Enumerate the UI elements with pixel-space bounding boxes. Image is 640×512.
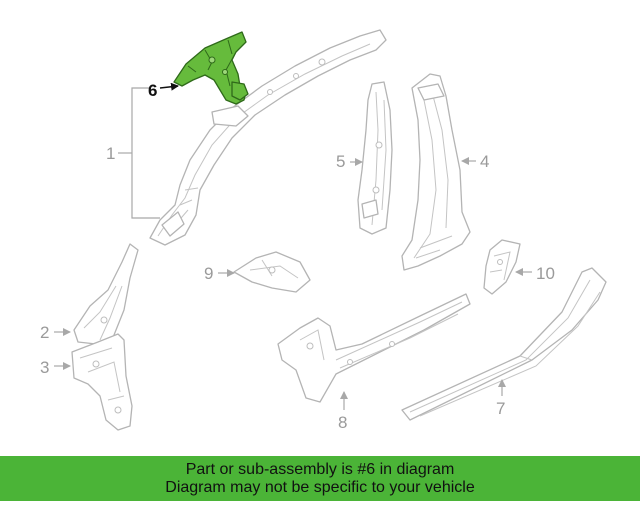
banner-line-1: Part or sub-assembly is #6 in diagram (185, 460, 455, 478)
callout-5: 5 (336, 152, 363, 171)
part-8-rocker-inner[interactable] (277, 293, 471, 403)
svg-text:2: 2 (40, 323, 49, 342)
part-10-bracket[interactable] (483, 239, 521, 295)
info-banner: Part or sub-assembly is #6 in diagram Di… (0, 456, 640, 501)
part-9-bracket[interactable] (233, 251, 311, 293)
callout-4: 4 (461, 152, 489, 171)
part-5-center-pillar-inner[interactable] (357, 81, 393, 235)
part-2-hinge-pillar-upper[interactable] (73, 243, 139, 345)
callout-6: 6 (148, 81, 179, 100)
callout-7: 7 (496, 379, 506, 418)
svg-text:5: 5 (336, 152, 345, 171)
svg-text:3: 3 (40, 358, 49, 377)
callout-9: 9 (204, 264, 235, 283)
svg-text:10: 10 (536, 264, 555, 283)
callout-2: 2 (40, 323, 71, 342)
part-6-pillar-reinforcement[interactable] (173, 31, 249, 105)
svg-text:7: 7 (496, 399, 505, 418)
parts-diagram: 1 6 5 4 9 10 2 3 8 7 (40, 29, 607, 432)
callout-10: 10 (515, 264, 555, 283)
part-4-center-pillar-outer[interactable] (401, 73, 471, 271)
part-1-front-pillar[interactable] (149, 29, 387, 246)
banner-line-2: Diagram may not be specific to your vehi… (165, 478, 475, 496)
part-3-hinge-pillar-lower[interactable] (71, 333, 133, 431)
svg-text:9: 9 (204, 264, 213, 283)
callout-3: 3 (40, 358, 71, 377)
svg-text:1: 1 (106, 144, 115, 163)
svg-text:6: 6 (148, 81, 157, 100)
callout-1: 1 (106, 87, 160, 219)
svg-text:8: 8 (338, 413, 347, 432)
svg-text:4: 4 (480, 152, 489, 171)
part-7-rocker-outer[interactable] (401, 267, 607, 421)
callout-8: 8 (338, 391, 348, 432)
